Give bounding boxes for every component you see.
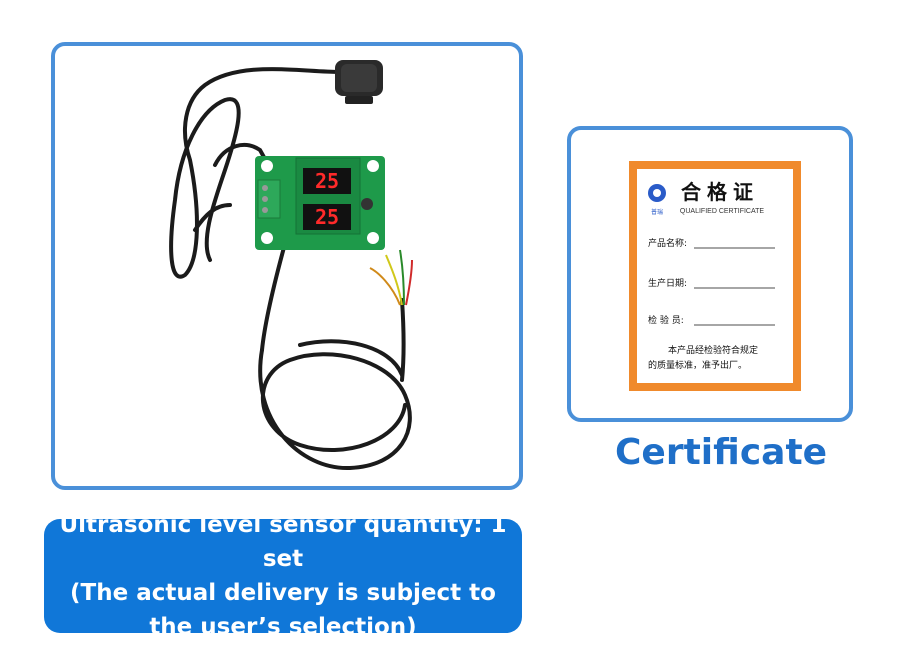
certificate-title-cn: 合格证 xyxy=(681,180,759,204)
certificate-statement-line2: 的质量标准，准予出厂。 xyxy=(648,359,747,371)
quantity-banner: Ultrasonic level sensor quantity: 1 set … xyxy=(44,512,522,640)
cable-to-lower-coil xyxy=(260,238,288,352)
cable-to-board xyxy=(213,143,272,170)
controller-board xyxy=(255,156,385,250)
lower-cable-coil xyxy=(258,348,412,471)
signal-wires xyxy=(369,249,413,306)
display-bottom-reading: 25 xyxy=(315,205,339,229)
banner-line-1: Ultrasonic level sensor quantity: 1 set xyxy=(59,512,507,572)
banner-line-3: the user’s selection) xyxy=(149,614,417,640)
display-top-reading: 25 xyxy=(315,169,339,193)
certificate-caption: Certificate xyxy=(615,432,828,473)
certificate-statement-line1: 本产品经检验符合规定 xyxy=(668,344,758,356)
certificate-card xyxy=(629,161,801,391)
product-photo-frame xyxy=(51,42,523,490)
certificate-logo-caption: 普瑞 xyxy=(651,208,663,216)
signal-lead xyxy=(400,298,406,382)
sensor-cable xyxy=(169,67,412,471)
ultrasonic-probe xyxy=(335,60,383,104)
certificate-field-inspector: 检 验 员: xyxy=(648,314,684,326)
certificate-field-date: 生产日期: xyxy=(648,277,687,289)
banner-line-2: (The actual delivery is subject to xyxy=(70,580,496,606)
certificate-title-en: QUALIFIED CERTIFICATE xyxy=(680,208,764,215)
certificate-field-name: 产品名称: xyxy=(648,237,687,249)
